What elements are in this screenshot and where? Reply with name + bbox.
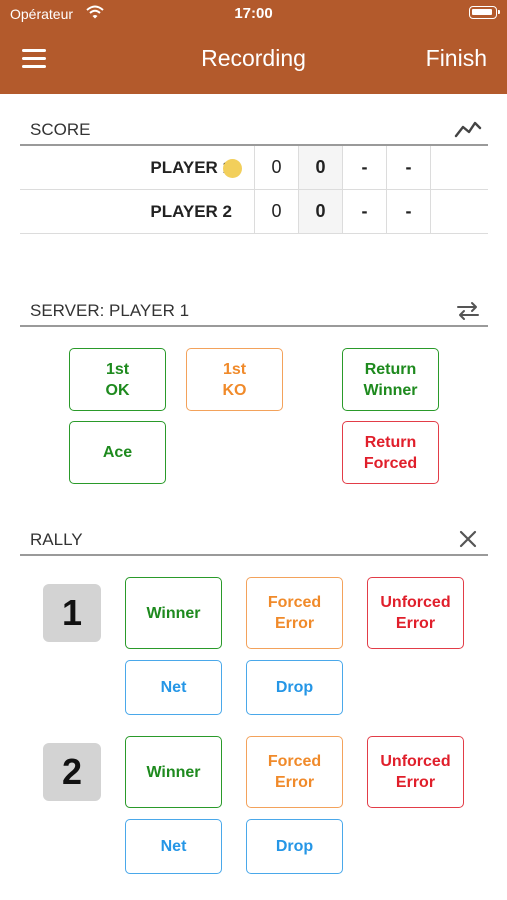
forced-error-button[interactable]: Forced Error (246, 736, 343, 808)
rally-section-header: RALLY (20, 526, 488, 556)
unforced-error-button[interactable]: Unforced Error (367, 736, 464, 808)
score-cell: - (342, 146, 386, 189)
drop-button[interactable]: Drop (246, 660, 343, 715)
score-cell: 0 (254, 190, 298, 233)
rally-player-number: 1 (43, 584, 101, 642)
status-carrier: Opérateur (10, 6, 74, 22)
score-row-player-1: PLAYER 1 0 0 - - (20, 146, 488, 190)
drop-button[interactable]: Drop (246, 819, 343, 874)
winner-button[interactable]: Winner (125, 736, 222, 808)
status-time: 17:00 (234, 5, 273, 22)
first-serve-ko-button[interactable]: 1st KO (186, 348, 283, 411)
score-cell: 0 (254, 146, 298, 189)
server-title: SERVER: PLAYER 1 (30, 301, 190, 320)
swap-arrows-icon[interactable] (454, 299, 482, 323)
score-cell: - (342, 190, 386, 233)
chart-line-icon[interactable] (454, 118, 482, 142)
wifi-icon (86, 5, 104, 19)
rally-player-number: 2 (43, 743, 101, 801)
score-cell: 0 (298, 190, 342, 233)
first-serve-ok-button[interactable]: 1st OK (69, 348, 166, 411)
rally-title: RALLY (30, 530, 83, 549)
score-cell: - (386, 146, 430, 189)
server-section-header: SERVER: PLAYER 1 (20, 297, 488, 327)
ace-button[interactable]: Ace (69, 421, 166, 484)
close-icon[interactable] (454, 528, 482, 552)
player-name: PLAYER 1 (150, 158, 232, 177)
app-header: Opérateur 17:00 Recording Finish (0, 0, 507, 94)
net-button[interactable]: Net (125, 660, 222, 715)
return-forced-button[interactable]: Return Forced (342, 421, 439, 484)
page-title: Recording (201, 45, 306, 71)
unforced-error-button[interactable]: Unforced Error (367, 577, 464, 649)
forced-error-button[interactable]: Forced Error (246, 577, 343, 649)
battery-icon (469, 6, 500, 19)
score-section-header: SCORE (20, 116, 488, 146)
score-cell (430, 190, 488, 233)
finish-button[interactable]: Finish (425, 45, 487, 71)
return-winner-button[interactable]: Return Winner (342, 348, 439, 411)
score-row-player-2: PLAYER 2 0 0 - - (20, 190, 488, 234)
serve-indicator (223, 159, 242, 178)
score-title: SCORE (30, 120, 91, 139)
score-cell: - (386, 190, 430, 233)
winner-button[interactable]: Winner (125, 577, 222, 649)
score-cell (430, 146, 488, 189)
score-cell: 0 (298, 146, 342, 189)
player-name: PLAYER 2 (150, 202, 232, 221)
menu-icon[interactable] (22, 49, 48, 69)
net-button[interactable]: Net (125, 819, 222, 874)
